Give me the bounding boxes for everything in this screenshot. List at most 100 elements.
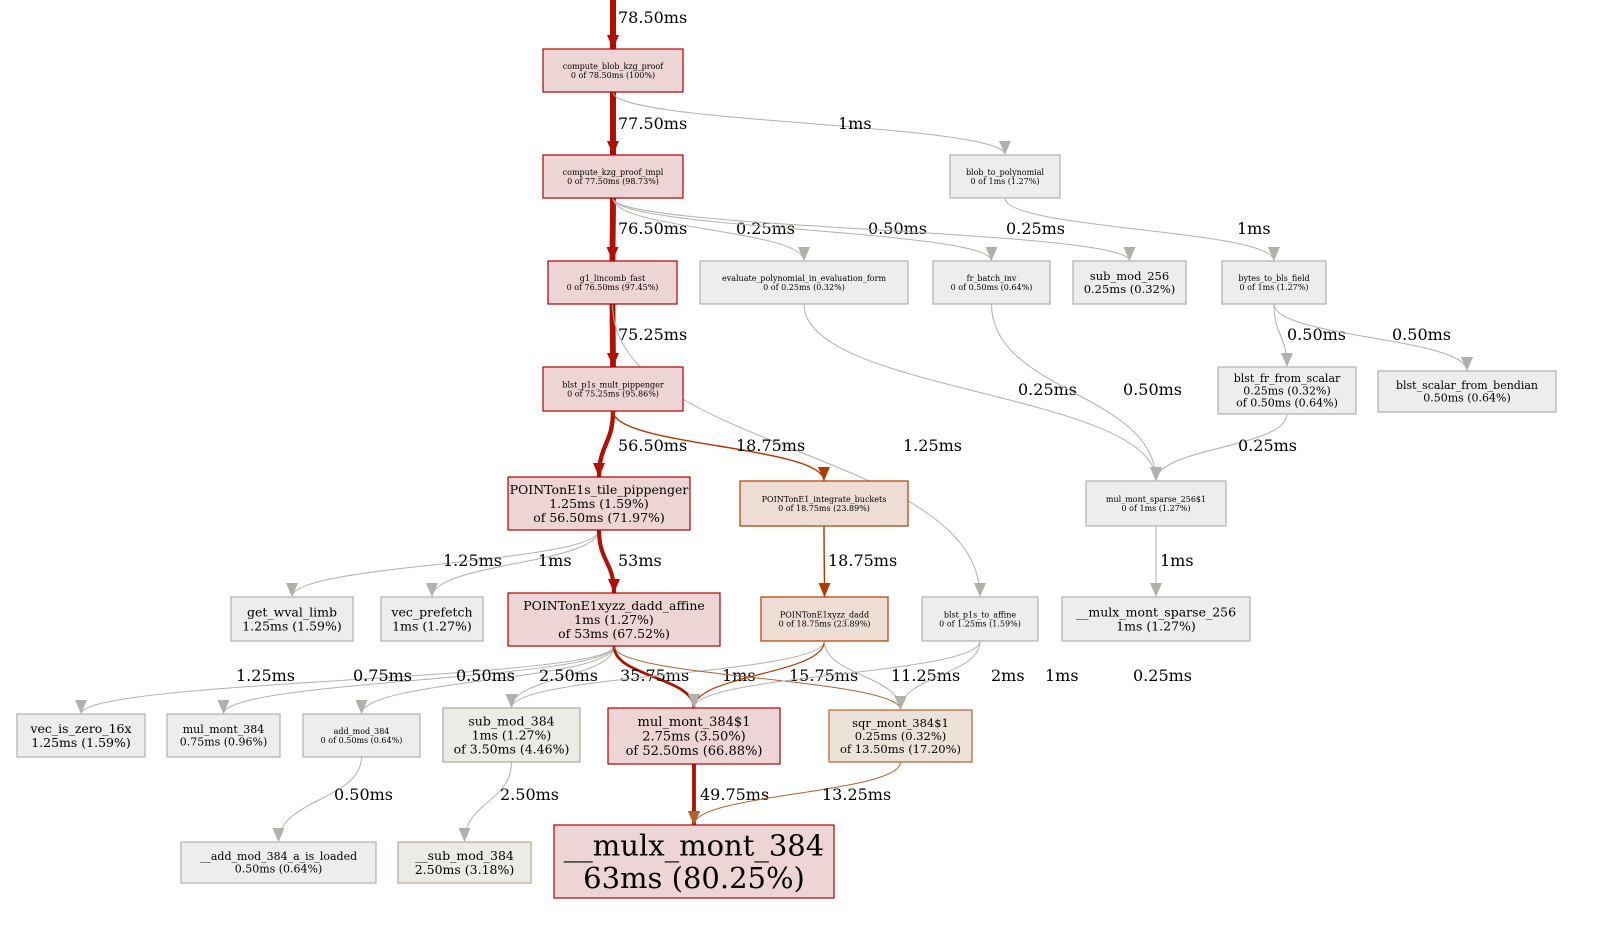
edge-add384-to-addloaded[interactable]: 0.50ms — [272, 756, 394, 843]
edge-label: 78.50ms — [618, 8, 687, 27]
node-time: 0 of 1ms (1.27%) — [1240, 283, 1309, 292]
edge-label: 1.25ms — [236, 666, 295, 685]
edge-tile-to-wval[interactable]: 1.25ms — [286, 529, 600, 598]
node-box — [553, 824, 835, 899]
node-box — [828, 709, 973, 763]
node-time: 0 of 77.50ms (98.73%) — [567, 177, 659, 186]
node-box — [507, 476, 691, 531]
node-mm384b[interactable]: mul_mont_384$12.75ms (3.50%)of 52.50ms (… — [607, 707, 781, 765]
edge-b2bls-to-frscalar[interactable]: 0.50ms — [1273, 303, 1346, 368]
edge-p1saff-to-mm384b[interactable]: 1ms — [688, 640, 1079, 709]
edge-cbkp-to-ckpi[interactable]: 77.50ms — [607, 92, 687, 155]
edge-ckpi-to-g1[interactable]: 76.50ms — [606, 197, 688, 262]
edge-line — [1150, 413, 1288, 482]
node-box — [921, 596, 1039, 642]
edge-label: 0.25ms — [1238, 436, 1297, 455]
edge-mms256-to-mulxsparse[interactable]: 1ms — [1150, 526, 1194, 597]
edge-label: 1ms — [1237, 219, 1271, 238]
edge-daddaff-to-sqr[interactable]: 11.25ms — [613, 645, 960, 711]
node-function-name: sub_mod_384 — [468, 713, 554, 728]
edge-ckpi-to-frb[interactable]: 0.50ms — [612, 197, 998, 262]
node-function-name: POINTonE1_integrate_buckets — [762, 495, 887, 504]
edge-daddaff-to-vec0[interactable]: 1.25ms — [75, 645, 615, 715]
node-eval[interactable]: evaluate_polynomial_in_evaluation_form0 … — [699, 260, 909, 305]
node-box — [1072, 260, 1187, 305]
edge-ckpi-to-sub256[interactable]: 0.25ms — [612, 197, 1136, 262]
edge-frscalar-to-mms256[interactable]: 0.25ms — [1150, 413, 1297, 482]
edge-tile-to-prefetch[interactable]: 1ms — [426, 529, 600, 598]
edge-integrate-to-dadd[interactable]: 18.75ms — [818, 525, 897, 598]
node-time: of 13.50ms (17.20%) — [840, 742, 961, 756]
edge-label: 0.75ms — [353, 666, 412, 685]
node-function-name: blst_p1s_to_affine — [944, 610, 1017, 619]
edge-p1saff-to-sqr[interactable]: 0.25ms — [894, 640, 1193, 711]
node-box — [1061, 596, 1251, 642]
node-time: of 0.50ms (0.64%) — [1236, 397, 1338, 410]
edge-blob-to-b2bls[interactable]: 1ms — [1004, 197, 1280, 262]
node-time: 1.25ms (1.59%) — [242, 618, 342, 633]
edge-sub384-to-subsub[interactable]: 2.50ms — [458, 761, 560, 843]
edge-label: 0.50ms — [868, 219, 927, 238]
node-time: 0.50ms (0.64%) — [235, 863, 323, 876]
node-function-name: mul_mont_sparse_256$1 — [1106, 495, 1206, 504]
edge-label: 76.50ms — [618, 219, 687, 238]
edge-eval-to-mms256[interactable]: 0.25ms — [803, 303, 1162, 482]
edge-p1s-to-integrate[interactable]: 18.75ms — [612, 410, 830, 482]
edge-label: 1ms — [838, 114, 872, 133]
edge-g1-to-p1saff[interactable]: 1.25ms — [612, 303, 986, 598]
edge-label: 77.50ms — [618, 114, 687, 133]
edge-line — [612, 197, 1136, 262]
edge-line — [818, 525, 831, 598]
edge-tile-to-daddaff[interactable]: 53ms — [596, 529, 662, 594]
node-time: 0 of 78.50ms (100%) — [571, 71, 655, 80]
edge-sqr-to-mulx384[interactable]: 13.25ms — [688, 761, 902, 826]
edge-daddaff-to-mm384b[interactable]: 35.75ms — [612, 645, 700, 709]
node-sqr[interactable]: sqr_mont_384$10.25ms (0.32%)of 13.50ms (… — [828, 709, 973, 763]
edge-line — [612, 197, 998, 262]
edge-root-to-cbkp[interactable]: 78.50ms — [607, 0, 687, 49]
edge-g1-to-p1s[interactable]: 75.25ms — [606, 303, 688, 368]
node-function-name: vec_prefetch — [390, 604, 472, 619]
node-time: of 3.50ms (4.46%) — [454, 741, 570, 756]
edge-daddaff-to-add384[interactable]: 0.50ms — [355, 645, 615, 715]
node-mms256[interactable]: mul_mont_sparse_256$10 of 1ms (1.27%) — [1085, 480, 1227, 527]
edge-daddaff-to-mm384[interactable]: 0.75ms — [217, 645, 615, 715]
node-function-name: POINTonE1xyzz_dadd_affine — [523, 598, 705, 613]
node-box — [230, 596, 354, 642]
edge-line — [426, 529, 600, 598]
edge-b2bls-to-bendian[interactable]: 0.50ms — [1273, 303, 1473, 372]
node-time: 1ms (1.27%) — [574, 612, 654, 627]
edge-p1s-to-tile[interactable]: 56.50ms — [593, 410, 687, 478]
edge-cbkp-to-blob[interactable]: 1ms — [612, 91, 1011, 156]
edge-frb-to-mms256[interactable]: 0.50ms — [991, 303, 1183, 482]
edge-mm384b-to-mulx384[interactable]: 49.75ms — [688, 763, 769, 825]
edge-label: 1ms — [1160, 551, 1194, 570]
